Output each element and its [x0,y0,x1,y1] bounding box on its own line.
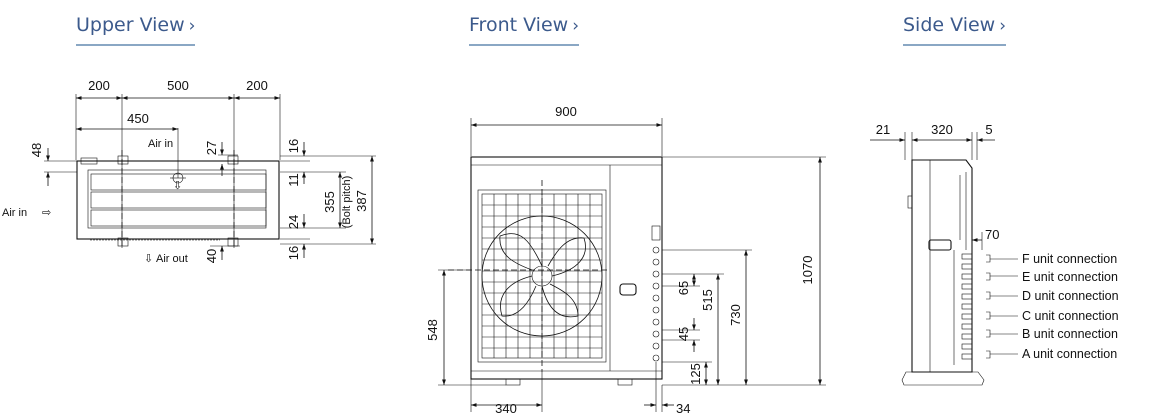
upper-bolt-pitch-label: (Bolt pitch) [341,176,353,229]
upper-dim-40: 40 [204,249,219,263]
front-view-drawing: 900 [425,104,826,415]
upper-dim-355: 355 [322,191,337,213]
upper-dim-450: 450 [127,111,149,126]
chevron-right-icon: › [999,16,1007,36]
upper-dim-27: 27 [204,141,219,155]
upper-dim-11: 11 [286,173,301,187]
down-arrow-icon: ⇩ [144,253,153,265]
front-dim-730: 730 [728,304,743,326]
connection-label-d: D unit connection [1022,289,1119,303]
upper-dim-200-left: 200 [88,78,110,93]
upper-air-in-top-label: Air in [148,138,173,150]
tab-front-view[interactable]: Front View› [469,14,579,46]
front-dim-34: 34 [676,401,690,415]
front-dim-125: 125 [688,363,703,385]
upper-dim-387: 387 [354,190,369,212]
tab-underline [469,44,579,46]
front-dim-340: 340 [495,401,517,415]
front-dim-1070: 1070 [800,256,815,285]
down-arrow-icon: ⇩ [173,180,182,192]
tab-side-view[interactable]: Side View› [903,14,1007,46]
side-dim-320: 320 [931,122,953,137]
side-dim-5: 5 [985,122,992,137]
side-view-drawing: 21 320 5 70 [870,122,1119,386]
connection-label-e: E unit connection [1022,270,1118,284]
connection-label-f: F unit connection [1022,252,1117,266]
front-dim-65: 65 [676,281,691,295]
connection-label-a: A unit connection [1022,347,1117,361]
upper-dim-16-bottom: 16 [286,246,301,260]
chevron-right-icon: › [572,16,579,36]
front-dim-548: 548 [425,319,440,341]
upper-dim-200-right: 200 [246,78,268,93]
tab-front-view-label: Front View [469,14,569,36]
upper-dim-24: 24 [286,215,301,229]
upper-dim-500: 500 [167,78,189,93]
upper-air-in-left-label: Air in [2,207,27,219]
upper-dim-16-top: 16 [286,139,301,153]
connection-label-c: C unit connection [1022,309,1119,323]
upper-dim-48: 48 [29,143,44,157]
front-dim-900: 900 [555,104,577,119]
connection-labels: F unit connection E unit connection D un… [986,252,1119,361]
side-dim-70: 70 [985,227,999,242]
connection-label-b: B unit connection [1022,327,1118,341]
tab-underline [903,44,1007,46]
tab-side-view-label: Side View [903,14,996,36]
side-dim-21: 21 [876,122,890,137]
right-arrow-icon: ⇨ [42,207,51,219]
upper-air-out-label: Air out [156,253,188,265]
front-dim-45: 45 [676,327,691,341]
tab-upper-view[interactable]: Upper View› [76,14,196,46]
front-dim-515: 515 [700,289,715,311]
chevron-right-icon: › [188,16,196,36]
tab-underline [76,44,196,46]
upper-view-drawing: 200 500 200 450 48 27 [2,78,376,265]
tab-upper-view-label: Upper View [76,14,185,36]
